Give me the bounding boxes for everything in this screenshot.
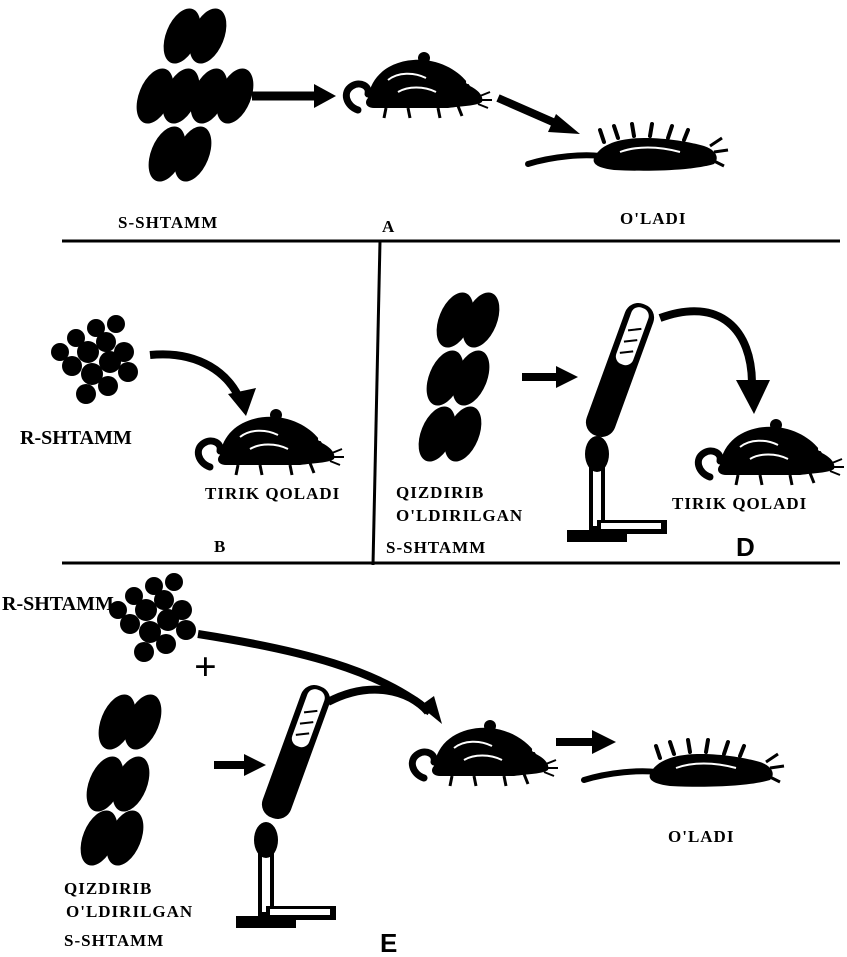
r-strain-label-b: R-SHTAMM <box>20 427 132 449</box>
test-tube-d <box>582 299 658 441</box>
panel-letter-a: A <box>382 217 395 236</box>
panel-a: S-SHTAMM A O'LADI <box>118 3 728 236</box>
s-strain-label-a: S-SHTAMM <box>118 213 218 232</box>
test-tube-e <box>258 681 334 823</box>
r-strain-cells-e <box>109 573 196 662</box>
mouse-b <box>198 409 344 475</box>
mouse-d <box>698 419 844 485</box>
arrow-e2 <box>328 690 428 712</box>
arrow-d2-head <box>736 380 770 414</box>
burner-e <box>236 822 336 928</box>
plus-sign-e: + <box>194 644 217 689</box>
arrow-a1-head <box>314 84 336 108</box>
heat-killed-s-cells-d <box>411 287 506 467</box>
burner-d <box>567 436 667 542</box>
heat-killed-label-e-line1: QIZDIRIB <box>64 879 152 898</box>
heat-killed-label-d-line2: O'LDIRILGAN <box>396 506 523 525</box>
outcome-label-a: O'LADI <box>620 209 686 228</box>
dead-mouse-e <box>584 740 784 787</box>
panel-e: R-SHTAMM + O'LADI QIZDIRIB O'LDIR <box>2 573 784 957</box>
panel-letter-b: B <box>214 537 226 556</box>
panel-letter-d: D <box>736 532 755 562</box>
heat-killed-label-d-line1: QIZDIRIB <box>396 483 484 502</box>
arrow-e3-head <box>592 730 616 754</box>
mouse-a <box>346 52 492 118</box>
arrow-b <box>150 354 240 400</box>
arrow-d1-head <box>556 366 578 388</box>
arrow-e1-head <box>244 754 266 776</box>
divider-vertical <box>373 241 380 565</box>
heat-killed-label-e-line3: S-SHTAMM <box>64 931 164 950</box>
panel-b: R-SHTAMM TIRIK QOLADI B <box>20 315 344 556</box>
r-strain-label-e: R-SHTAMM <box>2 593 114 615</box>
arrow-a2-head <box>548 114 580 134</box>
panel-letter-e: E <box>380 928 397 957</box>
panel-d: QIZDIRIB O'LDIRILGAN S-SHTAMM TIRIK QOLA… <box>386 287 844 562</box>
heat-killed-label-d-line3: S-SHTAMM <box>386 538 486 557</box>
outcome-label-b: TIRIK QOLADI <box>205 484 340 503</box>
r-strain-cells-b <box>51 315 138 404</box>
outcome-label-d: TIRIK QOLADI <box>672 494 807 513</box>
arrow-d2 <box>660 311 752 384</box>
s-strain-cells-a <box>129 3 260 187</box>
outcome-label-e: O'LADI <box>668 827 734 846</box>
heat-killed-label-e-line2: O'LDIRILGAN <box>66 902 193 921</box>
arrow-a2 <box>498 98 562 126</box>
heat-killed-s-cells-e <box>73 689 168 871</box>
mouse-e <box>412 720 558 786</box>
